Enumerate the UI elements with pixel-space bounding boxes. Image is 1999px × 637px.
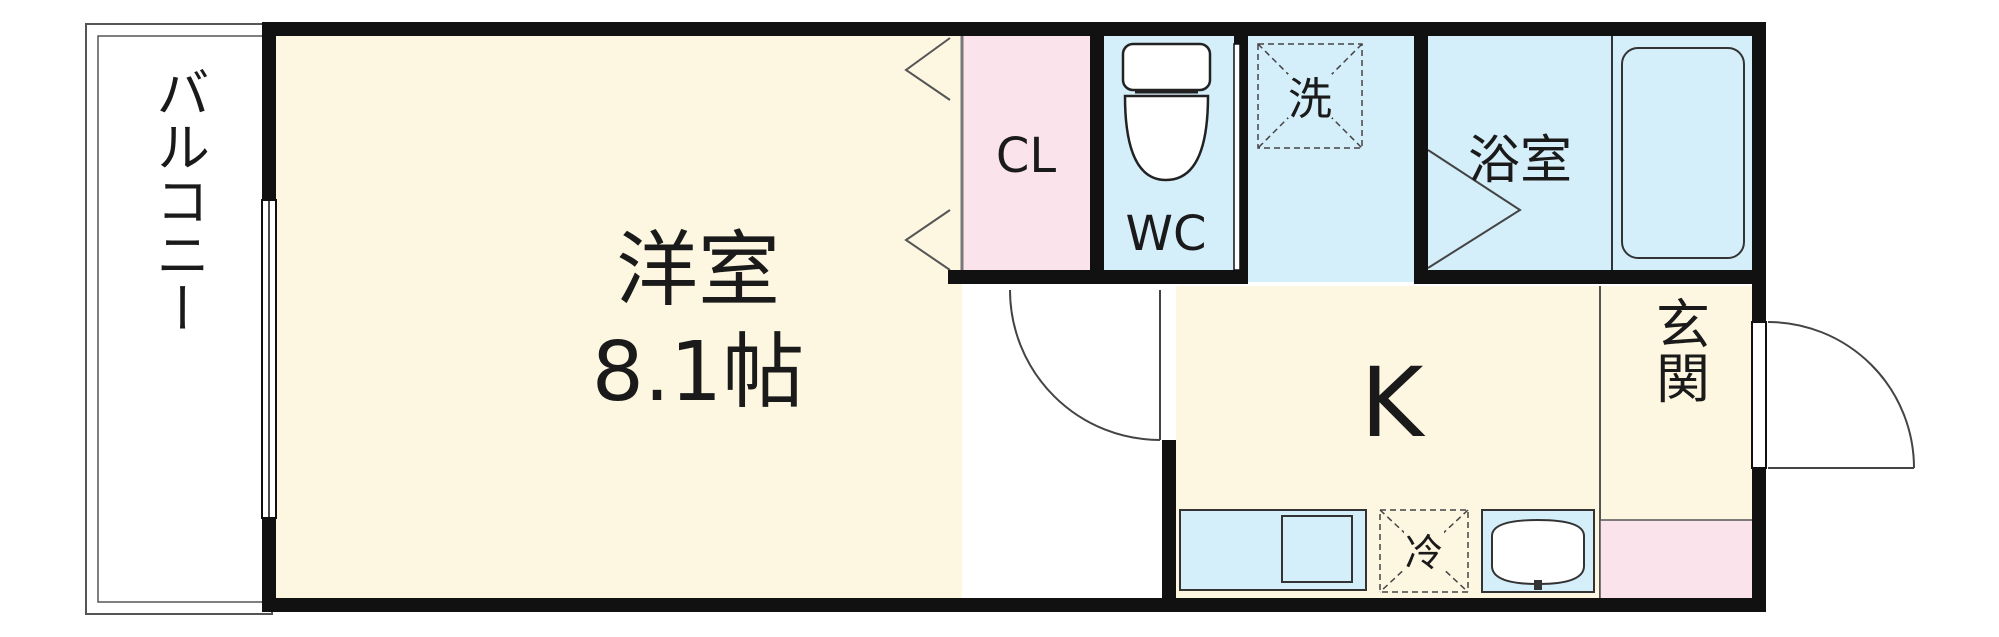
entrance-door [1767,321,1915,469]
western-room-name: 洋室 [616,223,780,318]
washroom [1248,34,1414,282]
balcony-window [261,199,277,519]
bathroom-door-swing [1427,149,1522,269]
room-door-swing [1009,289,1161,441]
western-room-size: 8.1帖 [592,325,804,420]
closet-label: CL [996,128,1057,184]
balcony-label: バルコニー [147,65,210,335]
entrance-label: 玄関 [1647,296,1710,404]
washer-label: 洗 [1288,74,1332,125]
closet [962,34,1090,272]
balcony: バルコニー [85,23,273,615]
wash-basin [1481,509,1595,593]
bathroom-label: 浴室 [1468,131,1572,191]
toilet-label: WC [1126,206,1207,262]
bathtub-icon [1611,33,1755,273]
entrance-door-opening [1751,321,1767,469]
fridge-label: 冷 [1405,531,1443,575]
kitchen-label: K [1361,347,1426,459]
washer-space [1257,43,1363,149]
closet-door-swing [904,37,951,101]
washroom-partition [1233,43,1241,271]
fridge-space [1379,509,1469,593]
walls [262,22,1766,612]
shoe-box [1599,519,1755,601]
toilet-icon [1121,42,1212,182]
western-room [272,34,962,600]
kitchen-counter [1179,509,1367,591]
